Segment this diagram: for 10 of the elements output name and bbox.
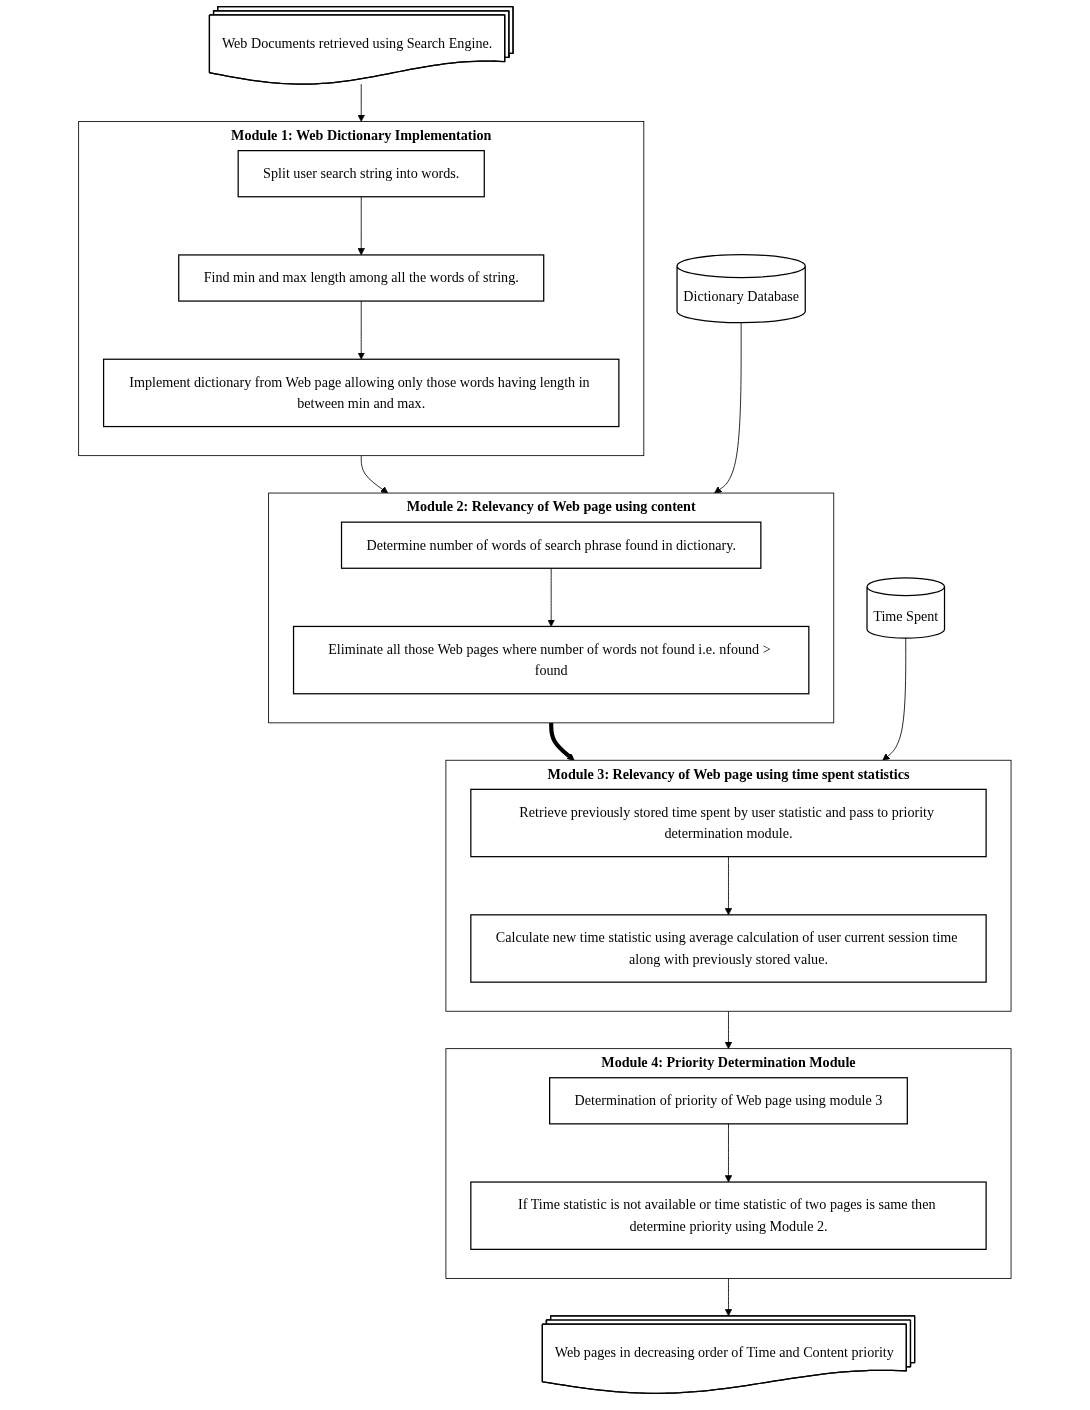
node-box: Determine number of words of search phrase found in dictionary. — [341, 521, 762, 569]
node-box: Find min and max length among all the words of string. — [178, 254, 545, 302]
node-box: Eliminate all those Web pages where number of words not found i.e. nfound > found — [293, 625, 810, 695]
node-box: Calculate new time statistic using average calculation of user current session time along with previously stored value. — [470, 914, 987, 983]
node-box: Implement dictionary from Web page allowing only those words having length in between min and max. — [103, 358, 620, 428]
node-box: Split user search string into words. — [237, 150, 486, 198]
node-box: Retrieve previously stored time spent by user statistic and pass to priority determination module. — [470, 788, 987, 858]
node-box: Determination of priority of Web page using module 3 — [549, 1077, 909, 1125]
node-box: If Time statistic is not available or time statistic of two pages is same then determine priority using Module 2. — [470, 1181, 987, 1250]
arrow — [549, 722, 575, 761]
